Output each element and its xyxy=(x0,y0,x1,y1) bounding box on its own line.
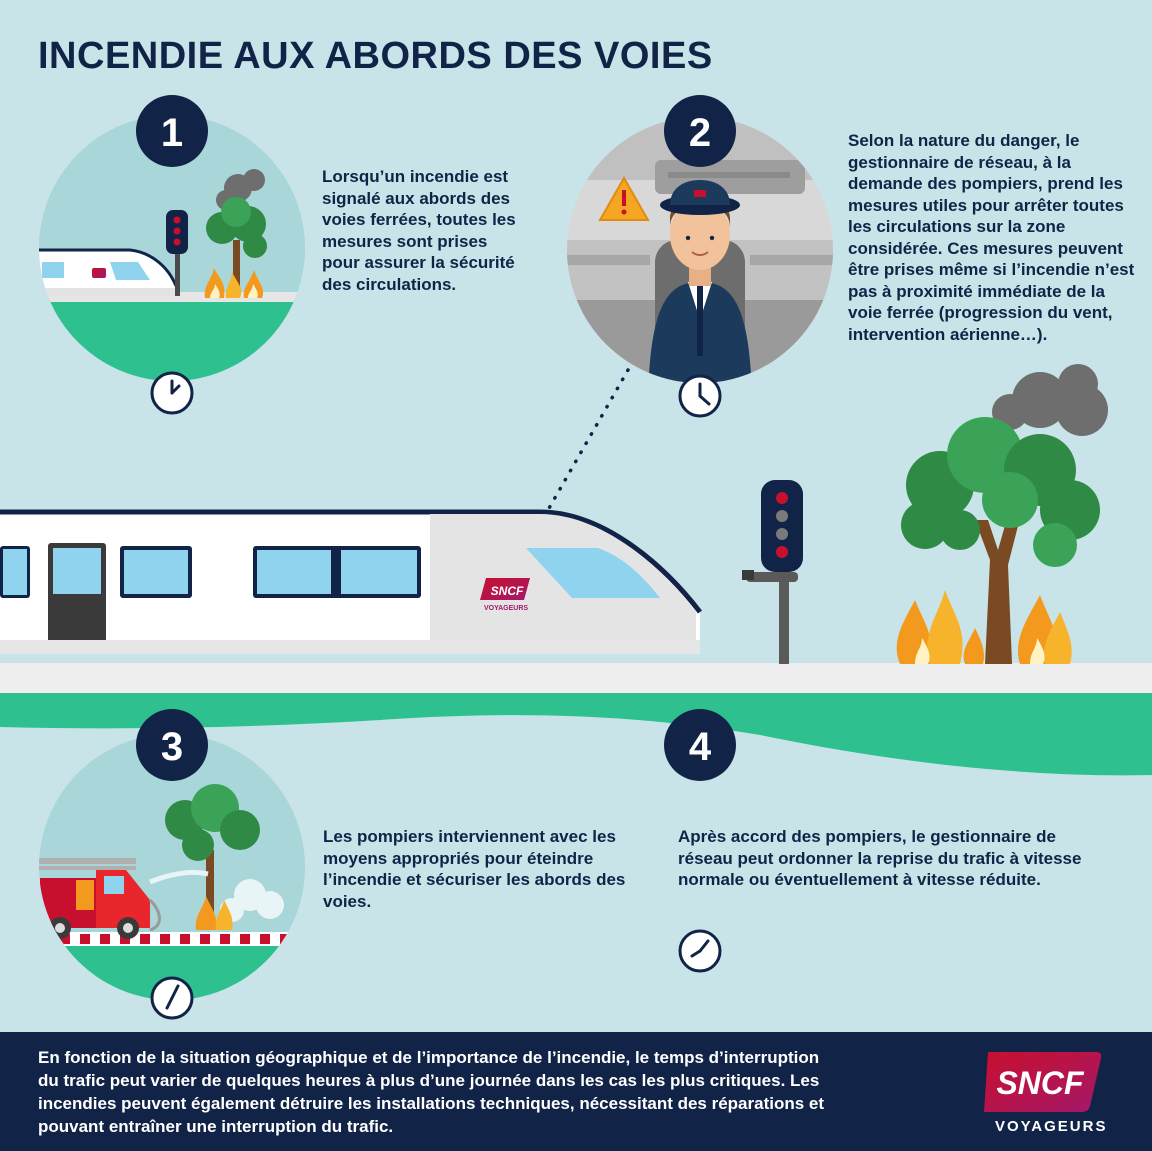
train-logo-sub: VOYAGEURS xyxy=(484,605,528,612)
step-4-markers xyxy=(664,709,736,973)
footer: En fonction de la situation géographique… xyxy=(0,1032,1152,1151)
step-2-illustration xyxy=(546,95,833,512)
sncf-voyageurs-label: VOYAGEURS xyxy=(995,1118,1108,1135)
step-3-number: 3 xyxy=(161,725,183,769)
main-train xyxy=(0,509,702,654)
footer-text: En fonction de la situation géographique… xyxy=(38,1048,825,1136)
burning-tree xyxy=(896,364,1108,664)
main-signal xyxy=(742,480,803,664)
step-1-number: 1 xyxy=(161,111,183,155)
step-1-text: Lorsqu’un incendie est signalé aux abord… xyxy=(322,167,516,294)
train-logo-brand: SNCF xyxy=(491,584,524,598)
step-3-text: Les pompiers interviennent avec les moye… xyxy=(323,827,626,911)
step-4-number: 4 xyxy=(689,725,712,769)
ground xyxy=(0,663,1152,776)
sncf-logo-text: SNCF xyxy=(996,1065,1085,1101)
page-title: INCENDIE AUX ABORDS DES VOIES xyxy=(38,35,713,77)
step-2-text: Selon la nature du danger, le gestionnai… xyxy=(848,131,1135,344)
step-4-text: Après accord des pompiers, le gestionnai… xyxy=(678,827,1082,889)
step-3-illustration xyxy=(39,709,305,1020)
step-1-illustration xyxy=(39,95,305,415)
sncf-logo: SNCF xyxy=(984,1052,1102,1112)
step-2-number: 2 xyxy=(689,111,711,155)
